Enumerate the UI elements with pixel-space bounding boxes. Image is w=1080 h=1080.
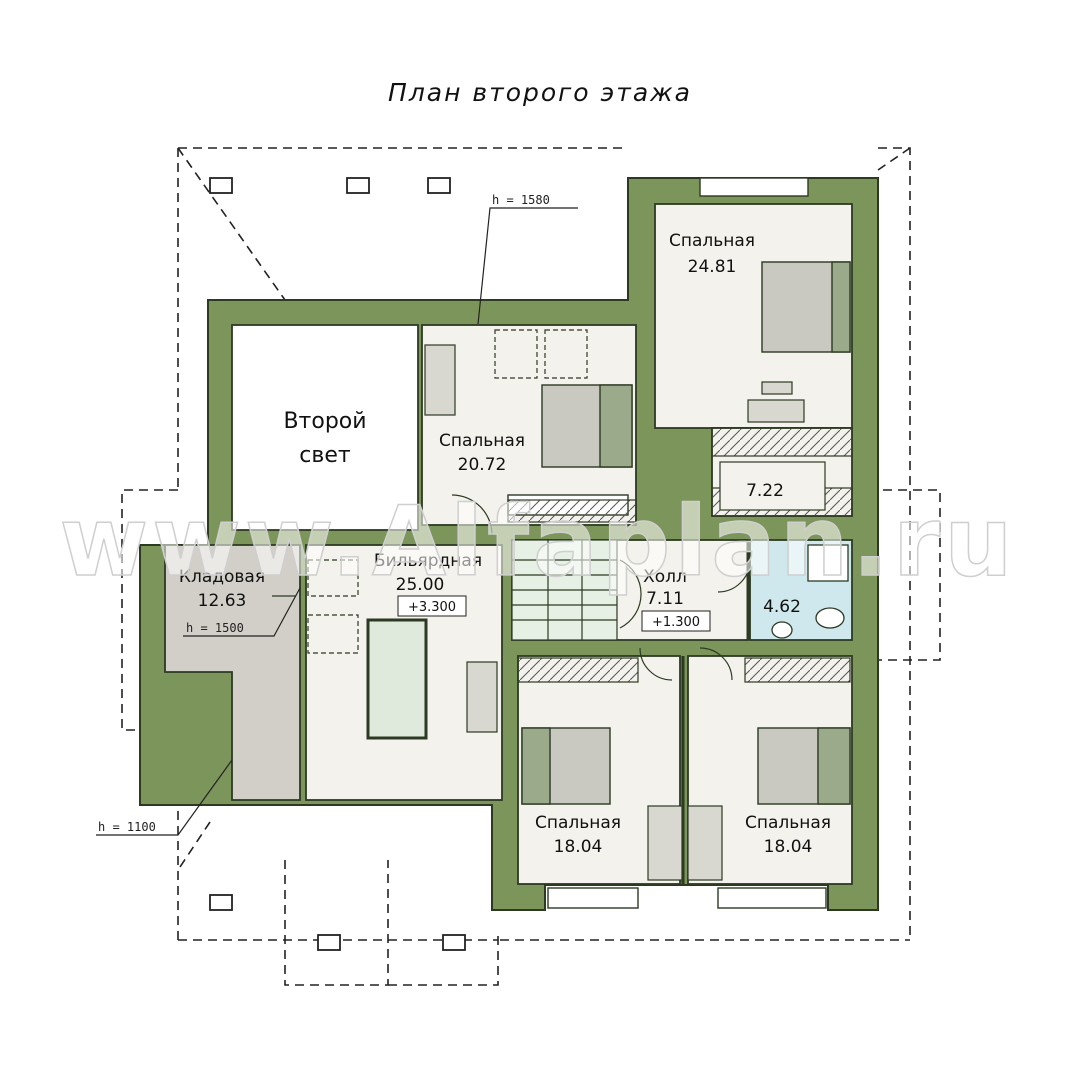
watermark: www.Alfaplan.ru bbox=[59, 486, 1016, 598]
bathroom-fixtures bbox=[771, 544, 849, 639]
room-wardrobe-area: 7.22 bbox=[746, 481, 784, 501]
height-note-1500: h = 1500 bbox=[186, 621, 244, 635]
room-second-light-line1: Второй bbox=[283, 409, 366, 434]
interior-walls bbox=[681, 540, 750, 884]
billiard-table bbox=[366, 618, 428, 740]
room-hall-area: 7.11 bbox=[646, 589, 684, 609]
room-bedroom-2481-name: Спальная bbox=[669, 231, 755, 251]
room-billiard-level: +3.300 bbox=[408, 600, 456, 615]
room-bedroom-1804-left-name: Спальная bbox=[535, 813, 621, 833]
height-note-1100: h = 1100 bbox=[98, 820, 156, 834]
room-bedroom-1804-right-name: Спальная bbox=[745, 813, 831, 833]
beds bbox=[521, 261, 851, 805]
floor-storage bbox=[164, 544, 301, 801]
roof-outline bbox=[121, 147, 941, 986]
floor-second-light bbox=[231, 324, 419, 531]
room-hall-name: Холл bbox=[643, 567, 687, 587]
room-second-light-line2: свет bbox=[299, 443, 351, 468]
staircase bbox=[511, 539, 618, 641]
room-bedroom-2481-area: 24.81 bbox=[688, 257, 737, 277]
room-storage-area: 12.63 bbox=[198, 591, 247, 611]
room-storage-name: Кладовая bbox=[179, 567, 265, 587]
room-bedroom-1804-left-area: 18.04 bbox=[554, 837, 603, 857]
billiard-level-box bbox=[397, 595, 467, 617]
height-leaders bbox=[96, 207, 578, 836]
room-hall-level: +1.300 bbox=[652, 615, 700, 630]
hall-level-box bbox=[641, 610, 711, 632]
wardrobe-center bbox=[719, 461, 826, 511]
room-billiard-name: Бильярдная bbox=[374, 551, 482, 571]
room-bedroom-2072-area: 20.72 bbox=[458, 455, 507, 475]
roof-windows bbox=[209, 177, 466, 951]
plan-title: План второго этажа bbox=[388, 78, 692, 107]
room-bath-area: 4.62 bbox=[763, 597, 801, 617]
room-bedroom-2072-name: Спальная bbox=[439, 431, 525, 451]
room-bedroom-1804-right-area: 18.04 bbox=[764, 837, 813, 857]
furniture bbox=[307, 329, 805, 881]
door-swings bbox=[272, 494, 751, 681]
room-billiard-area: 25.00 bbox=[396, 575, 445, 595]
height-note-1580: h = 1580 bbox=[492, 193, 550, 207]
